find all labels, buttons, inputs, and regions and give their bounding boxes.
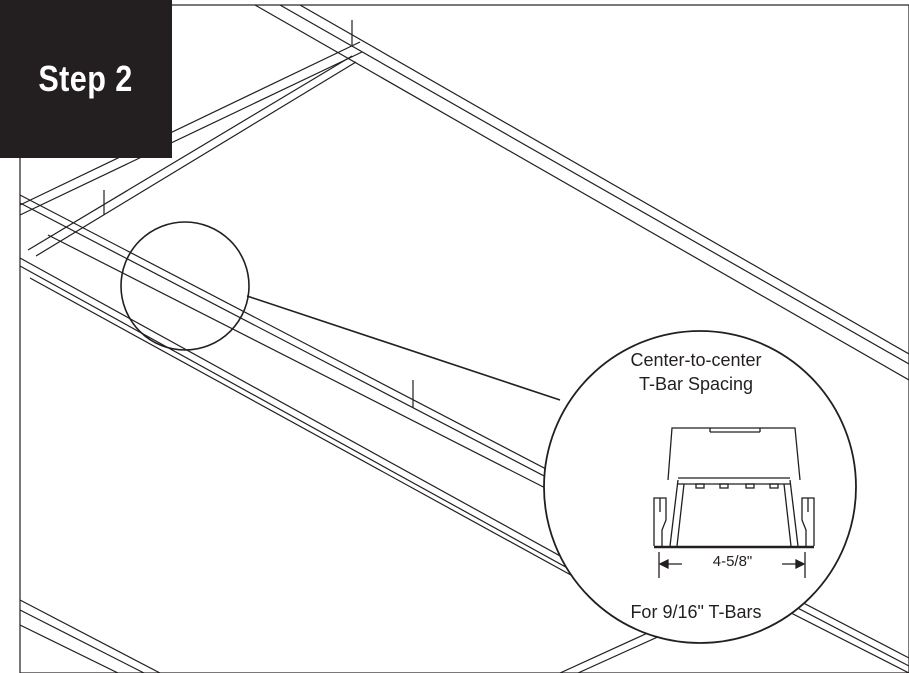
t-bar-rail-lower bbox=[19, 257, 641, 609]
dimension-arrows bbox=[658, 552, 806, 578]
cross-tee-upper bbox=[19, 20, 363, 257]
callout-title-line2: T-Bar Spacing bbox=[638, 374, 754, 394]
step-badge: Step 2 bbox=[0, 0, 172, 158]
leader-line bbox=[246, 295, 561, 401]
t-bar-rail-bottom bbox=[19, 599, 161, 673]
step-label: Step 2 bbox=[38, 58, 134, 99]
callout-title-line1: Center-to-center bbox=[630, 350, 762, 370]
callout-title: Center-to-center T-Bar Spacing bbox=[546, 348, 846, 396]
callout-circle bbox=[543, 330, 857, 644]
t-bar-rail-top bbox=[254, 4, 909, 381]
dimension-label: 4-5/8" bbox=[712, 553, 753, 570]
callout-footnote: For 9/16" T-Bars bbox=[630, 602, 762, 622]
magnifier-circle bbox=[120, 221, 250, 351]
t-bar-cross-section bbox=[653, 427, 815, 549]
